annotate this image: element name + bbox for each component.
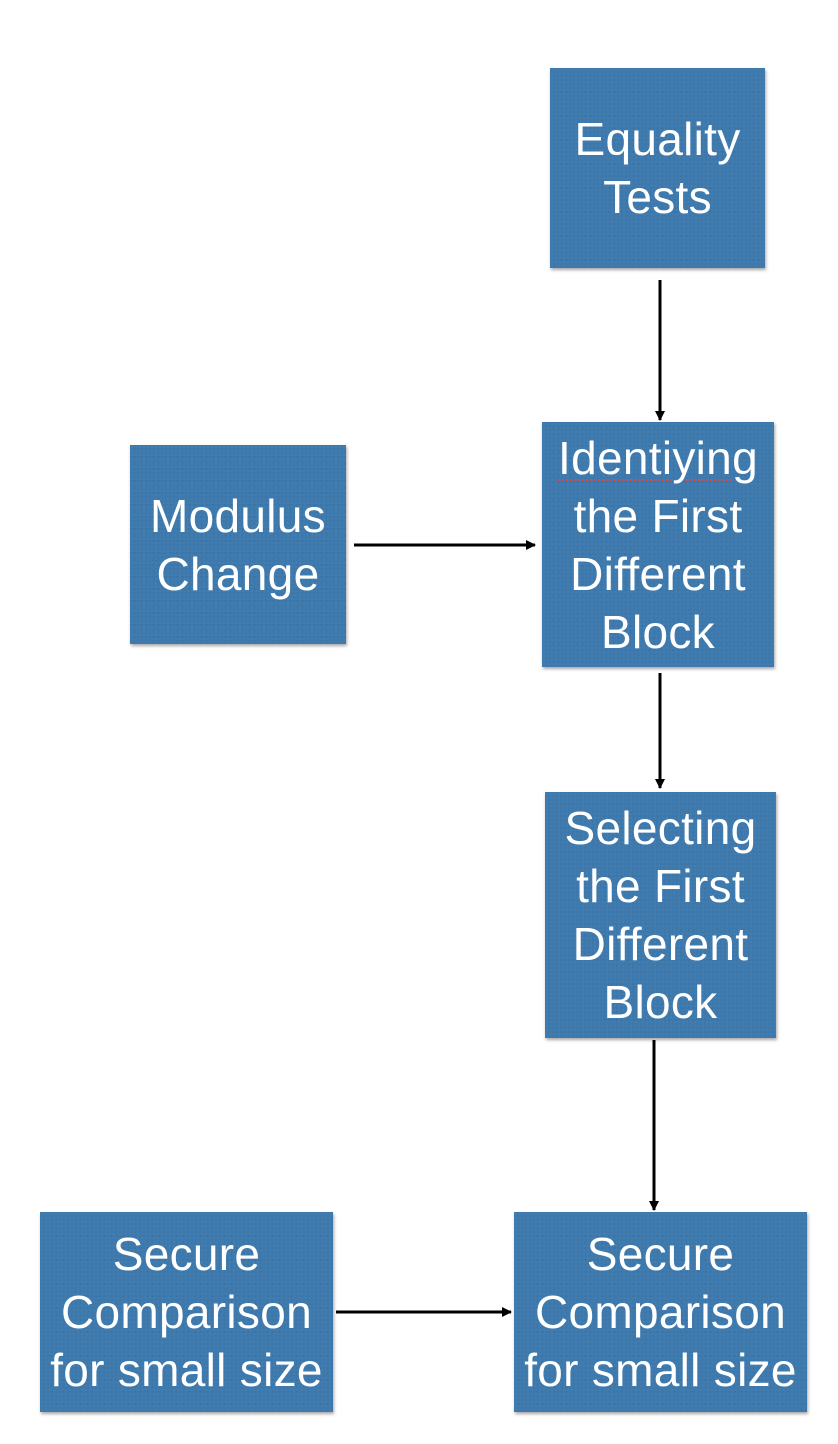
node-label-line: for small size — [50, 1344, 323, 1396]
node-label-line: Secure — [112, 1228, 261, 1280]
node-label-line: Block — [603, 976, 718, 1028]
node-label-line: Selecting — [564, 802, 757, 854]
node-secure-comparison-right: Secure Comparison for small size — [514, 1212, 807, 1412]
node-selecting-first-different-block: Selecting the First Different Block — [545, 792, 776, 1038]
node-label-line: Different — [572, 918, 749, 970]
node-label-line: for small size — [524, 1344, 797, 1396]
node-secure-comparison-left: Secure Comparison for small size — [40, 1212, 333, 1412]
node-modulus-change: Modulus Change — [130, 445, 346, 644]
node-label-line: the First — [573, 489, 743, 542]
node-label-line: Different — [570, 547, 746, 600]
node-equality-tests: Equality Tests — [550, 68, 765, 268]
node-label-line: Tests — [603, 171, 712, 223]
node-label-line: Equality — [574, 113, 741, 165]
spellcheck-marked-word: Identiying — [558, 431, 758, 484]
node-label-line: Block — [601, 605, 715, 658]
node-label-line: Identiying — [558, 429, 758, 487]
node-label-line: Comparison — [61, 1286, 312, 1338]
node-label-line: Modulus — [150, 489, 326, 542]
node-label-line: Comparison — [535, 1286, 786, 1338]
node-label-line: the First — [576, 860, 745, 912]
node-label-line: Secure — [586, 1228, 735, 1280]
node-label-line: Change — [156, 547, 320, 600]
node-identifying-first-different-block: Identiying the First Different Block — [542, 422, 774, 667]
